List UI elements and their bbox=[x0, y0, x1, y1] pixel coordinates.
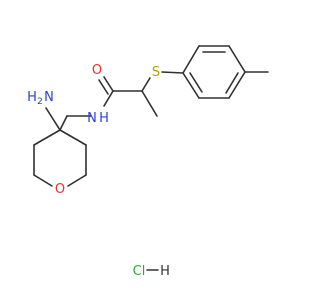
carbonyl-nitrogen-bond bbox=[103, 90, 114, 107]
quaternary-amine-bond bbox=[45, 107, 61, 131]
bond bbox=[189, 72, 203, 93]
bond bbox=[33, 174, 53, 187]
salt-hydrogen-label: H bbox=[160, 264, 170, 279]
sulfur-alpha-bond bbox=[141, 77, 151, 92]
bond bbox=[59, 129, 87, 146]
bond bbox=[33, 129, 61, 146]
sulfur-aryl-bond bbox=[161, 71, 184, 74]
bond bbox=[225, 72, 239, 94]
carbonyl-oxygen-label: O bbox=[92, 63, 102, 78]
methylene-quaternary-bond bbox=[59, 115, 68, 131]
bond bbox=[182, 45, 200, 74]
bond bbox=[228, 71, 246, 99]
bond bbox=[182, 72, 200, 99]
chlorine-label: Cl bbox=[133, 264, 146, 279]
molecule-svg: O S N H H 2 N O Cl H bbox=[27, 45, 269, 279]
alpha-methyl-bond bbox=[141, 90, 158, 117]
ring-oxygen-label: O bbox=[55, 182, 65, 197]
amide-nitrogen-label: N bbox=[87, 111, 97, 126]
tolyl-ring bbox=[182, 45, 246, 99]
amine-nitrogen-label: N bbox=[44, 90, 54, 105]
bond bbox=[67, 174, 87, 187]
carbonyl-bond-2 bbox=[98, 79, 109, 95]
amine-hydrogen-label: H bbox=[27, 90, 37, 105]
bond bbox=[228, 45, 246, 73]
amine-subscript-label: 2 bbox=[37, 97, 43, 107]
sulfur-label: S bbox=[152, 65, 160, 80]
structure-diagram: O S N H H 2 N O Cl H bbox=[27, 45, 269, 279]
oxane-ring bbox=[33, 129, 87, 187]
carbonyl-bond bbox=[103, 76, 114, 92]
amide-hydrogen-label: H bbox=[99, 111, 109, 126]
